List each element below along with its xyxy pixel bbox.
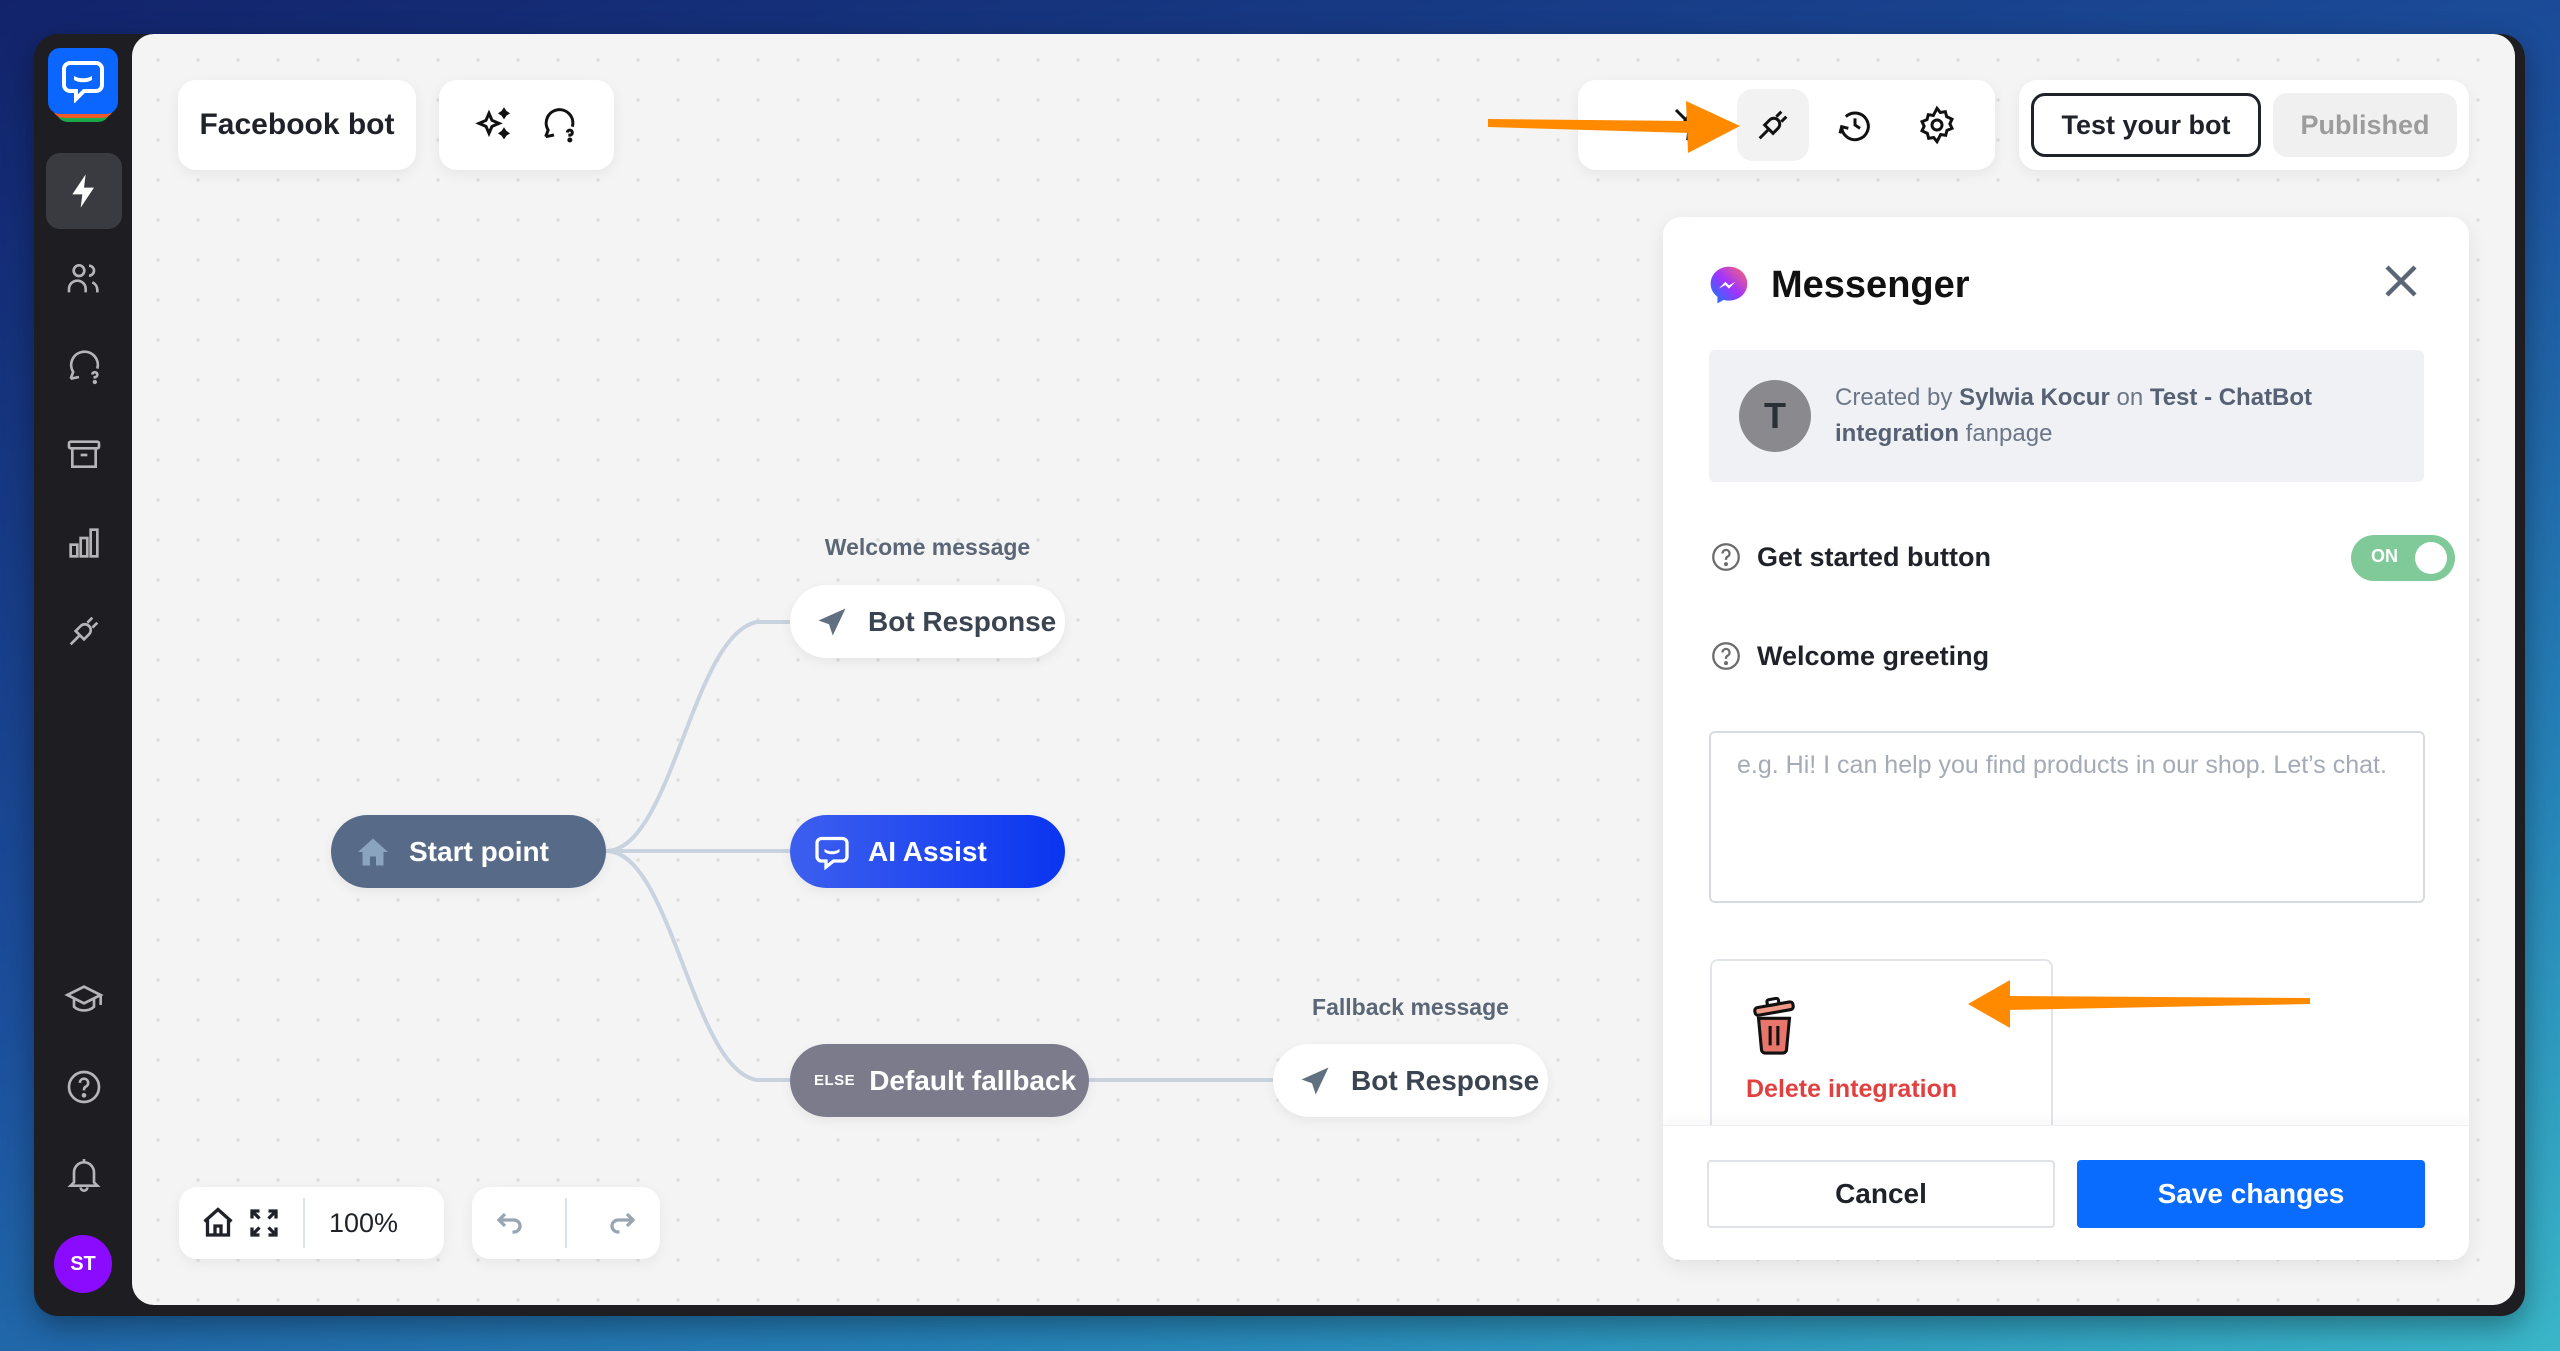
chat-question-icon (544, 108, 575, 143)
sidebar-item-academy[interactable] (46, 962, 122, 1038)
integration-created-by: Created by Sylwia Kocur on Test - ChatBo… (1835, 384, 2313, 447)
sidebar: ST (34, 34, 132, 1316)
node-fallback-bot-response[interactable]: Bot Response (1273, 1044, 1548, 1117)
fit-screen-icon (250, 1209, 278, 1237)
settings-button[interactable] (1901, 89, 1973, 161)
send-icon (818, 608, 846, 635)
messenger-icon (1710, 266, 1748, 304)
delete-integration-button[interactable]: Delete integration (1710, 959, 2053, 1143)
gear-icon (1919, 105, 1955, 145)
users-icon (67, 263, 99, 293)
save-changes-button[interactable]: Save changes (2077, 1160, 2425, 1228)
zoom-level[interactable]: 100% (329, 1207, 399, 1238)
header-icon-group (439, 80, 614, 170)
lightning-icon (72, 174, 94, 208)
lightning-off-icon (1674, 108, 1708, 142)
help-chat-button[interactable] (533, 99, 585, 151)
help-circle-icon[interactable] (1709, 639, 1743, 673)
test-your-bot-button[interactable]: Test your bot (2031, 93, 2261, 157)
delete-integration-label: Delete integration (1746, 1075, 1958, 1103)
plug-icon (1758, 110, 1788, 140)
welcome-greeting-setting: Welcome greeting (1709, 639, 1989, 673)
undo-button[interactable] (488, 1200, 534, 1246)
zoom-controls: 100% (179, 1187, 444, 1259)
node-label: Bot Response (1351, 1064, 1540, 1096)
help-circle-icon (67, 1070, 101, 1104)
get-started-toggle[interactable]: ON (2351, 535, 2455, 581)
fallback-message-caption: Fallback message (1312, 994, 1509, 1020)
node-label: Start point (409, 835, 549, 867)
flow-canvas[interactable]: Facebook bot Test your bot Published (132, 34, 2515, 1305)
chatbot-logo[interactable] (48, 48, 118, 114)
graduation-cap-icon (64, 985, 104, 1012)
welcome-message-caption: Welcome message (824, 534, 1031, 560)
history-icon (1838, 111, 1870, 142)
send-icon (1301, 1067, 1329, 1094)
center-view-button[interactable] (195, 1200, 241, 1246)
sidebar-item-audience[interactable] (46, 241, 122, 317)
sidebar-item-conversations[interactable] (46, 329, 122, 405)
sidebar-item-notifications[interactable] (46, 1136, 122, 1212)
sidebar-item-integrations[interactable] (46, 593, 122, 669)
node-ai-assist[interactable]: AI Assist (790, 815, 1065, 888)
else-tag: ELSE (814, 1072, 856, 1089)
toggle-state: ON (2371, 546, 2398, 566)
undo-icon (496, 1212, 522, 1234)
sidebar-item-automations[interactable] (46, 153, 122, 229)
redo-button[interactable] (598, 1200, 644, 1246)
toggle-knob (2415, 542, 2447, 574)
chat-question-icon (69, 350, 100, 385)
node-welcome-bot-response[interactable]: Bot Response (790, 585, 1065, 658)
panel-title: Messenger (1771, 263, 1970, 306)
fit-screen-button[interactable] (241, 1200, 287, 1246)
bar-chart-icon (69, 528, 99, 558)
welcome-greeting-label: Welcome greeting (1757, 640, 1990, 671)
node-label: Default fallback (869, 1064, 1077, 1096)
page-avatar: T (1739, 380, 1811, 452)
get-started-label: Get started button (1757, 541, 1991, 572)
home-icon (358, 838, 388, 865)
chatbot-logo-icon (62, 61, 104, 103)
sidebar-item-archive[interactable] (46, 417, 122, 493)
help-circle-icon[interactable] (1709, 540, 1743, 574)
ai-sparkles-button[interactable] (468, 99, 520, 151)
user-avatar[interactable]: ST (54, 1235, 112, 1293)
get-started-setting: Get started button (1709, 540, 1991, 574)
home-icon (203, 1207, 233, 1237)
integrations-button[interactable] (1737, 89, 1809, 161)
triggers-button[interactable] (1655, 89, 1727, 161)
history-button[interactable] (1819, 89, 1891, 161)
node-label: AI Assist (868, 835, 987, 867)
node-default-fallback[interactable]: ELSE Default fallback (790, 1044, 1089, 1117)
messenger-integration-panel: Messenger T Created by Sylwia Kocur on T… (1663, 217, 2469, 1260)
sparkles-icon (474, 107, 510, 140)
plug-icon (69, 616, 99, 646)
sidebar-item-reports[interactable] (46, 505, 122, 581)
bot-name[interactable]: Facebook bot (178, 80, 416, 170)
trash-icon (1753, 997, 1795, 1055)
bell-icon (67, 1159, 101, 1192)
history-controls (472, 1187, 660, 1259)
cancel-button[interactable]: Cancel (1707, 1160, 2055, 1228)
divider (303, 1198, 305, 1248)
archive-icon (67, 440, 101, 468)
top-toolbar (1578, 80, 1995, 170)
panel-footer: Cancel Save changes (1663, 1125, 2469, 1260)
node-label: Bot Response (868, 605, 1057, 637)
node-start-point[interactable]: Start point (331, 815, 606, 888)
close-icon[interactable] (2377, 257, 2425, 305)
publish-group: Test your bot Published (2019, 80, 2469, 170)
integration-info: T Created by Sylwia Kocur on Test - Chat… (1709, 350, 2424, 482)
divider (564, 1198, 567, 1248)
panel-header: Messenger (1707, 263, 1970, 307)
published-button[interactable]: Published (2273, 93, 2457, 157)
chatbot-icon (815, 836, 849, 870)
flow-connectors (605, 620, 1273, 1082)
welcome-greeting-input[interactable] (1709, 731, 2425, 903)
sidebar-item-help[interactable] (46, 1049, 122, 1125)
redo-icon (610, 1212, 636, 1234)
